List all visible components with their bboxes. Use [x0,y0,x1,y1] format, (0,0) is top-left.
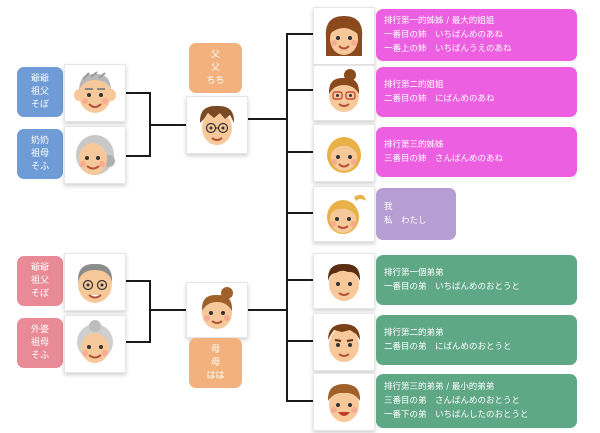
connector [124,280,150,282]
father-photo [186,96,248,154]
paternal-grandmother-photo [64,126,126,184]
father-face-icon [199,105,235,145]
sister2-card: 排行第二的姐姐 二番目の姉 にばんめのあね [376,67,577,117]
girl-face-icon [327,137,361,173]
mother-face-icon [201,287,233,329]
connector [286,212,313,214]
connector [286,89,313,91]
connector [149,309,186,311]
boy-face-icon [327,384,361,422]
maternal-grandfather-photo [64,253,126,311]
connector [124,155,150,157]
sister3-photo [313,124,375,182]
grandfather-face-icon [74,71,116,113]
sister1-card: 排行第一的姊姊 / 最大的姐姐 一番目の姉 いちばんめのあね 一番上の姉 いちば… [376,9,577,61]
brother3-photo [313,373,375,431]
connector [247,118,287,120]
paternal-grandmother-label: 奶奶 祖母 そふ [17,129,63,179]
self-card: 我 私 わたし [376,188,456,240]
brother2-card: 排行第二的弟弟 二番目の弟 にばんめのおとうと [376,315,577,365]
brother2-photo [313,313,375,371]
connector [124,341,150,343]
family-trunk [286,33,288,402]
connector [149,124,186,126]
connector [286,151,313,153]
connector [286,33,313,35]
sister1-photo [313,7,375,65]
maternal-grandfather-label: 爺爺 祖父 そぼ [17,256,63,306]
sister3-card: 排行第三的姊姊 三番目の姉 さんばんめのあね [376,127,577,177]
maternal-grandmother-label: 外婆 祖母 そふ [17,318,63,368]
brother1-photo [313,253,375,309]
connector [247,309,287,311]
girl-face-icon [328,69,360,112]
mother-label: 母 母 はは [189,338,242,388]
paternal-grandfather-photo [64,64,126,122]
paternal-grandfather-label: 爺爺 祖父 そぼ [17,67,63,117]
girl-face-icon [327,194,366,234]
grandfather-face-icon [77,263,113,303]
connector [286,400,313,402]
connector [286,340,313,342]
brother1-card: 排行第一個弟弟 一番目の弟 いちばんめのおとうと [376,255,577,305]
grandmother-face-icon [77,320,113,363]
grandmother-face-icon [76,135,115,175]
mother-photo [186,282,248,338]
boy-face-icon [328,324,360,362]
boy-face-icon [327,263,361,301]
maternal-grandmother-photo [64,315,126,373]
girl-face-icon [325,16,363,56]
connector [286,279,313,281]
self-photo [313,186,375,242]
connector [149,280,151,343]
sister2-photo [313,65,375,121]
father-label: 父 父 ちち [189,43,242,93]
brother3-card: 排行第三的弟弟 / 最小的弟弟 三番目の弟 さんばんめのおとうと 一番下の弟 い… [376,374,577,428]
connector [124,92,150,94]
